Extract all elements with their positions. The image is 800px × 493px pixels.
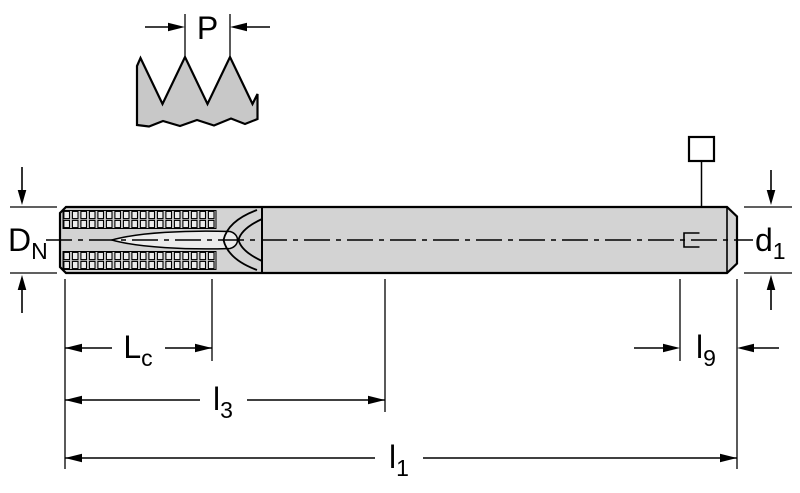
square-length-label: l9 xyxy=(696,329,716,371)
arrowhead xyxy=(766,275,776,290)
arrowhead xyxy=(720,453,737,463)
chamfer-length-label: Lc xyxy=(123,329,152,371)
l9-dimension: l9 xyxy=(634,279,779,371)
overall-length-label: l1 xyxy=(389,439,409,481)
lc-dimension: Lc xyxy=(65,279,213,371)
arrowhead xyxy=(17,190,27,205)
thread-teeth-bottom xyxy=(62,251,217,270)
arrowhead xyxy=(230,22,247,32)
arrowhead xyxy=(737,343,754,353)
thread-teeth-top xyxy=(62,210,217,229)
arrowhead xyxy=(65,453,82,463)
pitch-dimension: P xyxy=(145,10,270,56)
square-drive-section xyxy=(683,135,728,272)
arrowhead xyxy=(195,343,212,353)
square-drive-icon xyxy=(687,135,716,163)
nominal-diameter-label: DN xyxy=(8,222,48,264)
shank-diameter-label: d1 xyxy=(755,222,786,264)
arrowhead xyxy=(663,343,680,353)
arrowhead xyxy=(766,190,776,205)
dn-dimension: DN xyxy=(8,167,57,313)
d1-dimension: d1 xyxy=(744,170,792,310)
pitch-label: P xyxy=(197,10,218,46)
thread-profile-shape xyxy=(135,54,259,128)
tap-body xyxy=(46,135,753,275)
arrowhead xyxy=(368,395,385,405)
extension-lines xyxy=(64,279,738,469)
l1-dimension: l1 xyxy=(65,439,737,481)
arrowhead xyxy=(17,275,27,290)
thread-length-label: l3 xyxy=(213,381,233,423)
thread-section xyxy=(62,209,263,271)
l3-dimension: l3 xyxy=(65,279,386,423)
arrowhead xyxy=(65,395,82,405)
arrowhead xyxy=(168,22,185,32)
thread-profile-detail: P xyxy=(135,10,270,128)
arrowhead xyxy=(65,343,82,353)
